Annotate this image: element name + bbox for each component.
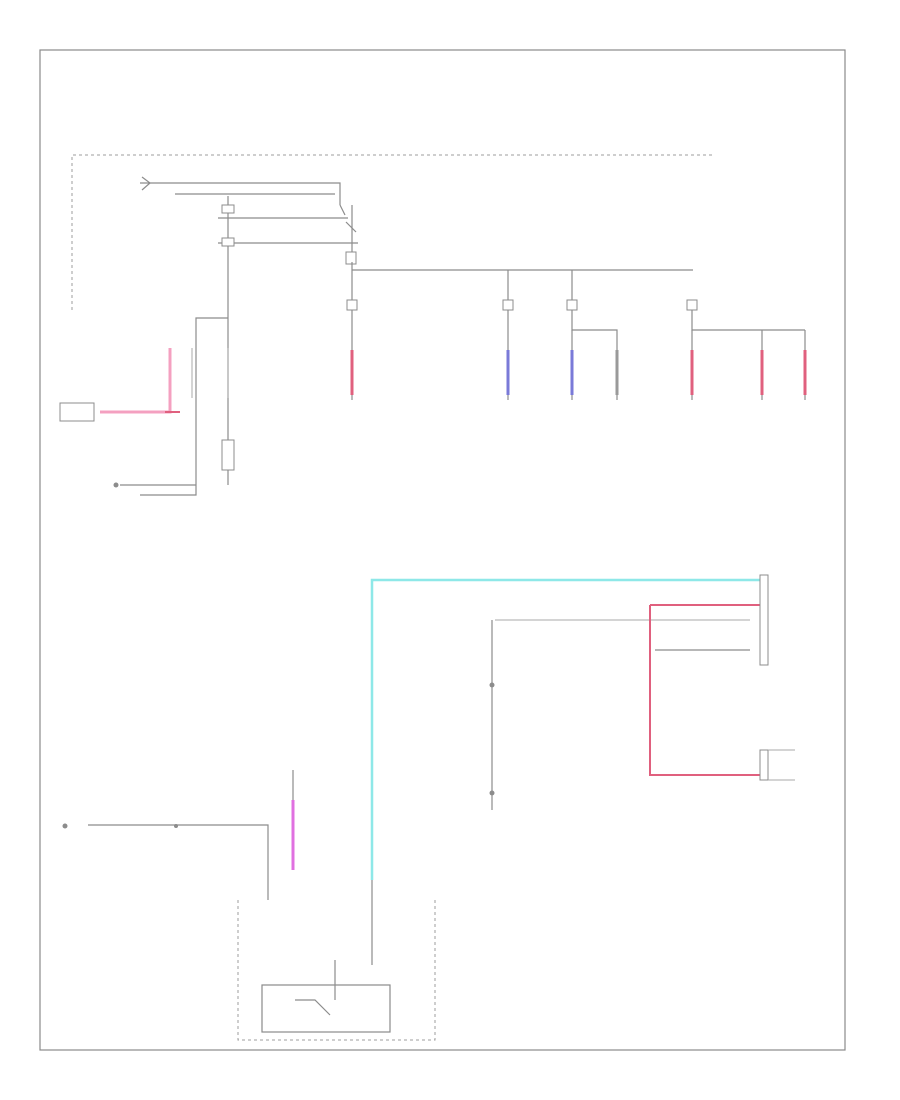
fuse-icon [346,299,358,311]
fuse-icon [566,299,578,311]
lower-left-circuit [62,770,295,900]
fuse-icon [345,251,357,265]
ground-icon [62,823,68,829]
connector-icon [59,402,95,422]
diagram-frame [39,49,846,1051]
relay-icon [261,984,391,1033]
switch-icon [295,999,331,1016]
main-relay-group [140,176,358,450]
ground-icon [113,482,119,488]
lower-relay-box [237,900,436,1041]
connector-icon [759,574,769,666]
fuse-icon [502,299,514,311]
switch-icon [141,176,151,191]
junction-block-boundary [71,154,712,310]
left-branch [59,317,235,496]
connector-icon [759,749,769,781]
ground-icon [489,790,495,796]
signal-wire [370,578,760,880]
ground-icon [489,682,495,688]
fuse-icon [686,299,698,311]
right-sensor-circuit [489,574,795,810]
branch-wire-colors [350,350,807,395]
